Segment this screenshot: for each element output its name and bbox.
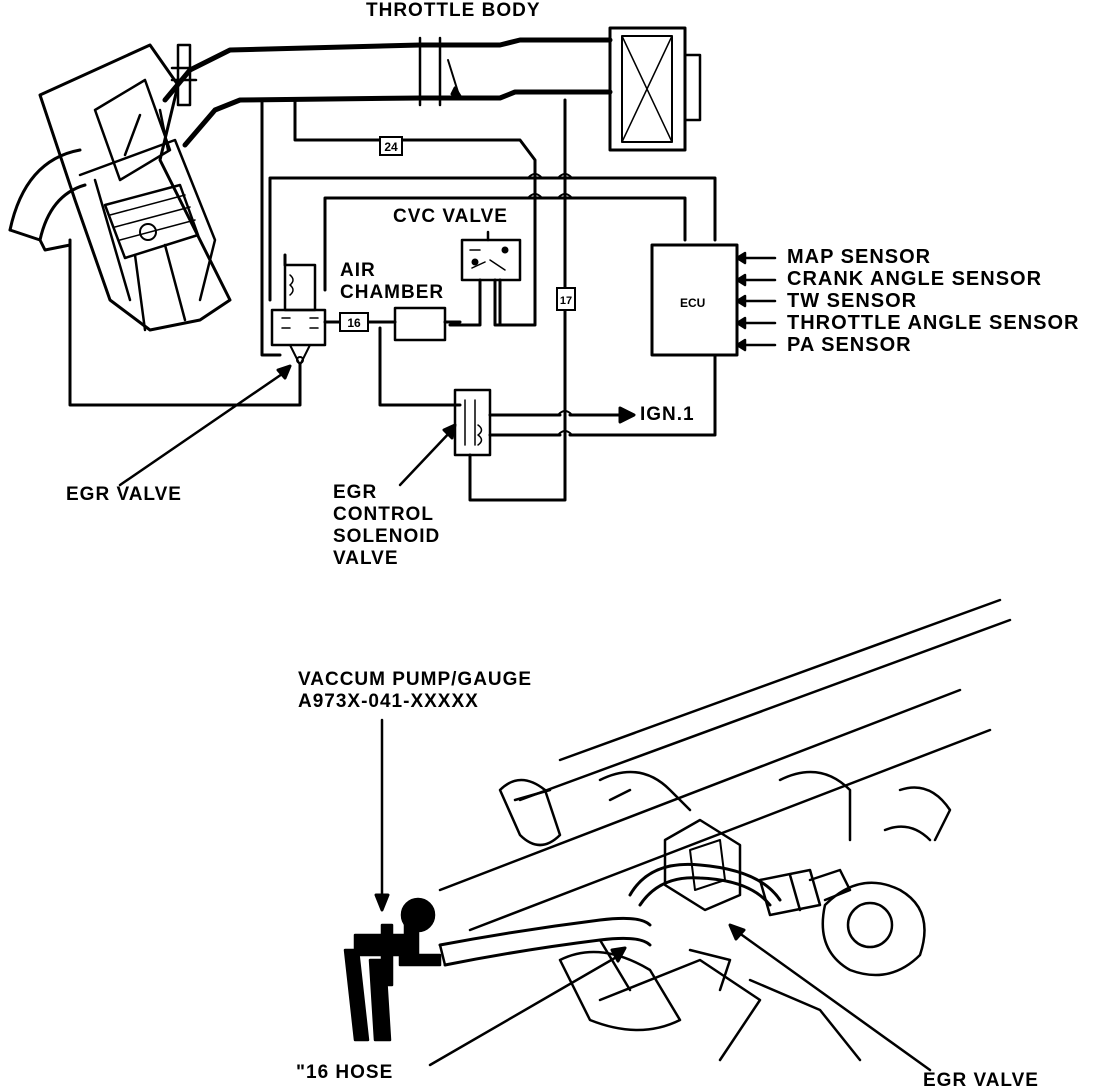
air-chamber-line-2: CHAMBER	[340, 282, 445, 303]
engine-bay-illustration	[438, 598, 1012, 1062]
throttle-angle-sensor-label: THROTTLE ANGLE SENSOR	[787, 312, 1080, 334]
sensor-arrows	[735, 251, 777, 352]
egr-solenoid-line-1: EGR	[333, 482, 378, 503]
tw-sensor-label: TW SENSOR	[787, 290, 918, 312]
vacuum-pump-line-2: A973X-041-XXXXX	[298, 691, 479, 712]
hose-24	[293, 98, 537, 327]
egr-solenoid-line-4: VALVE	[333, 548, 399, 569]
egr-valve-label: EGR VALVE	[66, 484, 182, 505]
egr-solenoid-line-3: SOLENOID	[333, 526, 441, 547]
throttle-body-label: THROTTLE BODY	[366, 0, 541, 21]
hose-24-label: 24	[384, 140, 398, 154]
egr-valve-icon	[68, 238, 327, 407]
map-sensor-label: MAP SENSOR	[787, 246, 932, 268]
air-chamber-icon	[393, 306, 447, 342]
ecu-map-line	[268, 176, 717, 302]
hose16-pointer	[428, 953, 622, 1067]
air-chamber-line-1: AIR	[340, 260, 376, 281]
egr-solenoid-line-2: CONTROL	[333, 504, 434, 525]
line-to-solenoid	[378, 326, 462, 407]
intake-manifold-icon	[162, 36, 613, 148]
hose-17	[468, 98, 567, 502]
pa-sensor-label: PA SENSOR	[787, 334, 912, 356]
egr-valve-bottom-label: EGR VALVE	[923, 1070, 1039, 1091]
crank-angle-sensor-label: CRANK ANGLE SENSOR	[787, 268, 1043, 290]
egr-valve-bottom-pointer	[733, 928, 932, 1072]
ecu-line-2	[323, 196, 687, 292]
engine-cylinder-icon	[8, 43, 232, 332]
vacuum-pump-icon	[343, 897, 442, 1042]
egr-valve-pointer	[118, 370, 287, 487]
ecu-label: ECU	[680, 296, 706, 310]
hose-tags: 24 16 17	[339, 136, 576, 332]
egr-solenoid-icon	[453, 353, 717, 457]
vacuum-pump-line-1: VACCUM PUMP/GAUGE	[298, 669, 533, 690]
hose-16-bottom-label: "16 HOSE	[296, 1062, 394, 1083]
vacuum-pump-label: VACCUM PUMP/GAUGE A973X-041-XXXXX	[298, 669, 532, 713]
ign-arrow	[618, 406, 636, 424]
air-cleaner-icon	[578, 26, 702, 152]
solenoid-pointer	[398, 428, 454, 487]
sensor-list: MAP SENSOR CRANK ANGLE SENSOR TW SENSOR …	[787, 246, 1079, 356]
cvc-valve-label: CVC VALVE	[393, 206, 508, 227]
cvc-valve-icon	[448, 230, 522, 327]
air-chamber-label: AIR CHAMBER	[340, 260, 444, 304]
hose-17-label: 17	[560, 295, 572, 307]
ign-label: IGN.1	[640, 404, 695, 425]
egr-solenoid-label: EGR CONTROL SOLENOID VALVE	[333, 482, 440, 570]
hose-16-label: 16	[347, 316, 361, 330]
vacuum-line-left	[260, 98, 282, 357]
